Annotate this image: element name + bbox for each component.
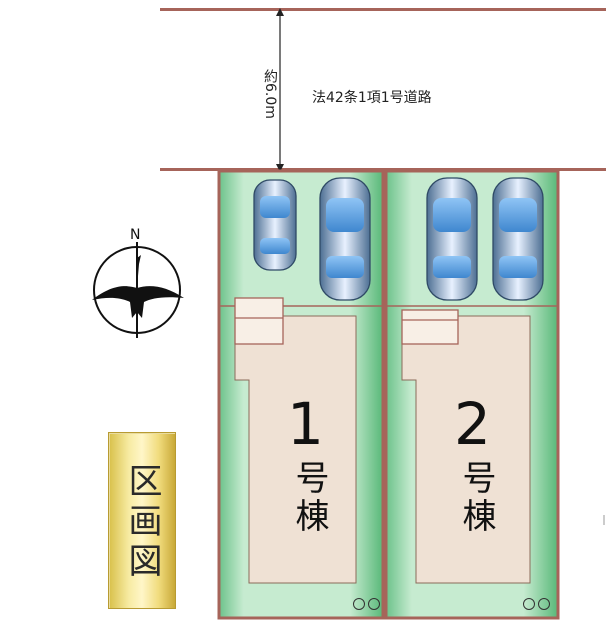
car-lot2-b bbox=[492, 177, 544, 301]
car-lot1-a bbox=[253, 179, 297, 271]
meter-icon bbox=[353, 598, 365, 610]
car-lot2-a bbox=[426, 177, 478, 301]
road-label: 法42条1項1号道路 bbox=[312, 90, 432, 106]
plan-title-sign: 区画図 bbox=[108, 432, 176, 609]
road-top-edge bbox=[160, 8, 606, 11]
meter-icon bbox=[538, 598, 550, 610]
road-width-label: 約6.0m bbox=[262, 69, 278, 119]
compass-north-label: N bbox=[130, 227, 141, 243]
meter-icon bbox=[523, 598, 535, 610]
lot-2-number: 2 bbox=[454, 390, 491, 458]
lot-1-name: 号棟 bbox=[289, 460, 329, 536]
car-lot1-b bbox=[319, 177, 371, 301]
lot-1-number: 1 bbox=[287, 390, 324, 458]
plan-title: 区画図 bbox=[122, 463, 162, 583]
road-width-dimension bbox=[276, 8, 284, 172]
lot-2-name: 号棟 bbox=[456, 460, 496, 536]
meter-icon bbox=[368, 598, 380, 610]
compass-rose bbox=[92, 242, 184, 338]
